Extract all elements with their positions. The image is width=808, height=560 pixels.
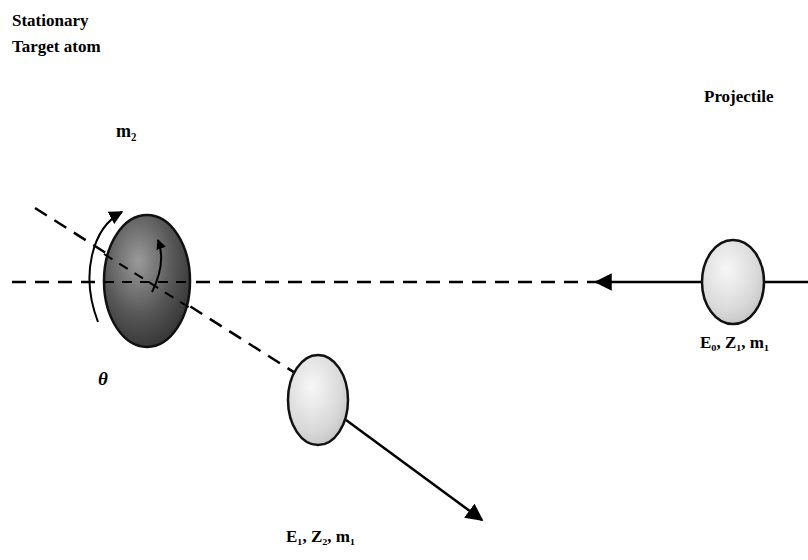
scattering-axis xyxy=(35,208,300,376)
rotation-arrow xyxy=(152,240,161,292)
scattered-projectile xyxy=(288,355,348,445)
projectile-parameters: E₀, Z₁, m₁ xyxy=(700,330,769,356)
incident-axis xyxy=(12,281,600,284)
scattered-parameters: E₁, Z₂, m₁ xyxy=(286,524,355,550)
target-caption: Stationary Target atom xyxy=(12,8,132,61)
angle-symbol: θ xyxy=(98,364,108,393)
recoil-arrow xyxy=(90,212,122,322)
mass-label: m₂ xyxy=(116,118,136,146)
projectile-caption: Projectile xyxy=(704,84,774,110)
scattering-axis-over-target xyxy=(104,254,190,308)
target-atom xyxy=(104,215,190,347)
projectile xyxy=(702,240,764,324)
incident-axis-over-target xyxy=(104,281,190,283)
scattered-arrow xyxy=(346,420,482,520)
